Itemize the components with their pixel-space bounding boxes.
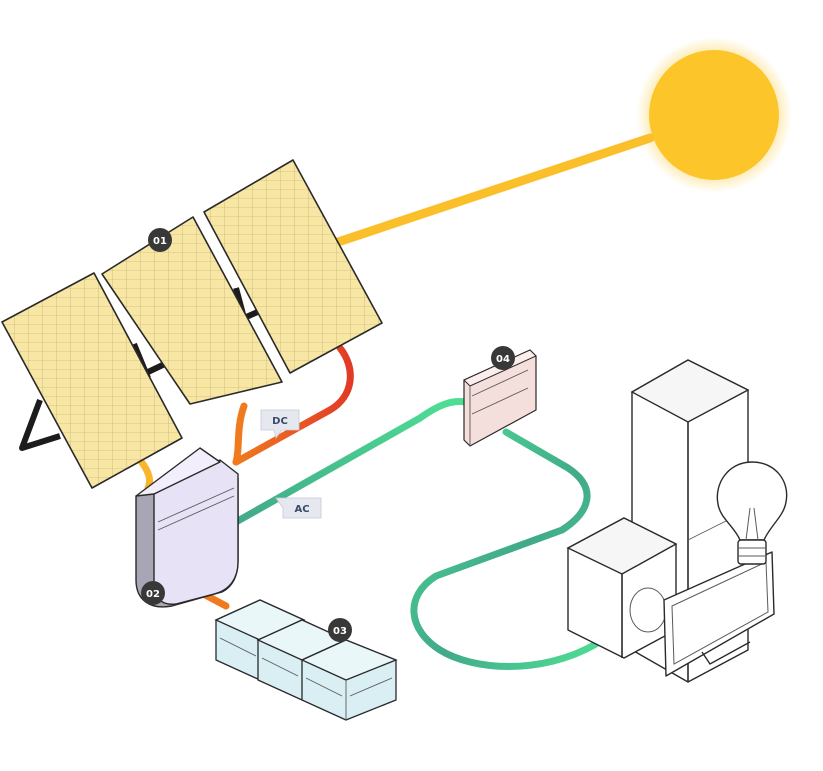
badge-inverter: 02	[141, 581, 165, 605]
battery-icon	[214, 599, 398, 721]
badge-batteries-label: 03	[333, 626, 347, 637]
light-bulb-icon	[716, 461, 788, 565]
solar-panel-left	[1, 272, 183, 489]
solar-panel-right	[203, 159, 383, 374]
ac-tag: AC	[275, 497, 322, 519]
ac-tag-label: AC	[294, 504, 309, 515]
badge-meter-label: 04	[496, 354, 510, 365]
badge-meter: 04	[491, 346, 515, 370]
sun-icon	[636, 37, 792, 193]
tv-icon	[663, 551, 775, 677]
washing-machine-icon	[566, 517, 678, 659]
solar-panel-icon	[1, 159, 383, 489]
ac-cable	[232, 398, 600, 670]
badge-panels-label: 01	[153, 236, 167, 247]
inverter-icon	[135, 447, 239, 608]
dc-tag-label: DC	[272, 416, 288, 427]
badge-inverter-label: 02	[146, 589, 160, 600]
dc-tag: DC	[260, 409, 300, 439]
badge-batteries: 03	[328, 618, 352, 642]
badge-panels: 01	[148, 228, 172, 252]
